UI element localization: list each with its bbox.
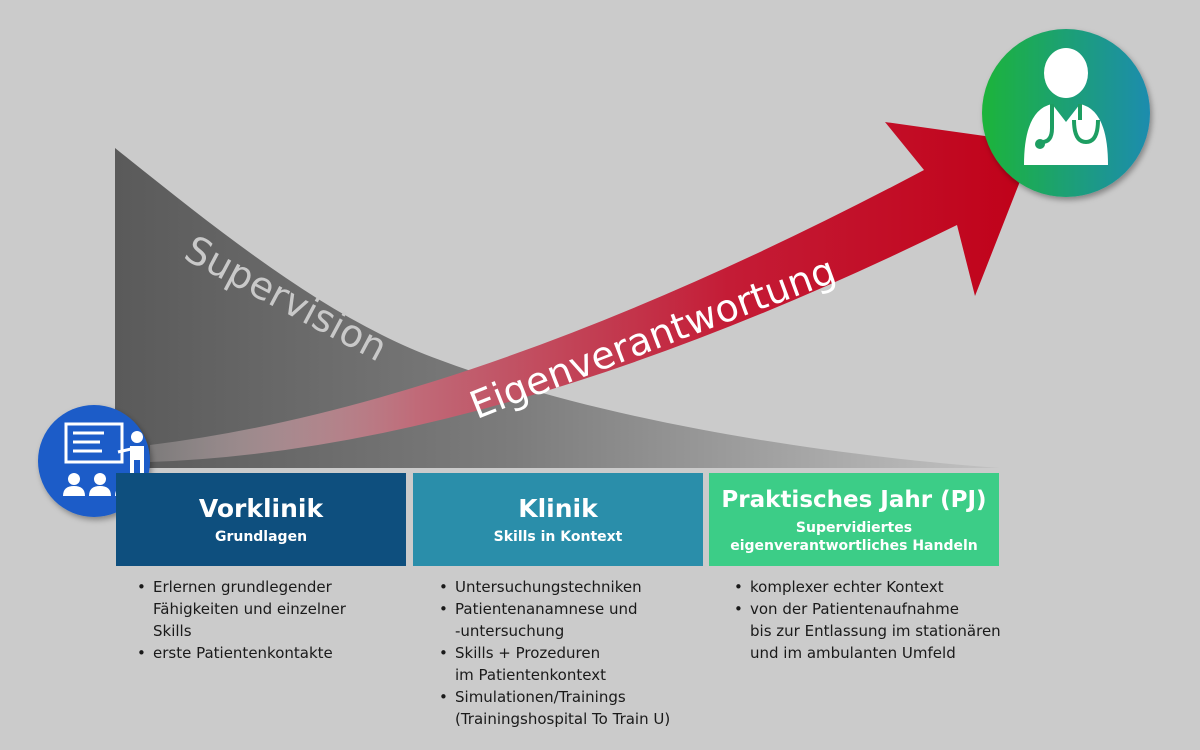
list-item: Skills + Prozeduren im Patientenkontext — [439, 642, 670, 686]
list-item: komplexer echter Kontext — [734, 576, 1001, 598]
list-item: Simulationen/Trainings (Trainingshospita… — [439, 686, 670, 730]
list-item: Untersuchungstechniken — [439, 576, 670, 598]
list-item-line: Erlernen grundlegender — [153, 578, 332, 596]
phase-title: Vorklinik — [198, 493, 324, 523]
phase-box-klinik: Klinik Skills in Kontext — [413, 473, 703, 566]
phase-box-pj: Praktisches Jahr (PJ) Supervidiertes eig… — [709, 473, 999, 566]
list-item-line: -untersuchung — [455, 622, 565, 640]
phase-subtitle: Grundlagen — [214, 528, 308, 545]
list-item-line: Skills — [153, 622, 192, 640]
phase-subtitle: Supervidiertes — [795, 519, 913, 536]
phase-title: Klinik — [518, 493, 598, 523]
list-item: erste Patientenkontakte — [137, 642, 346, 664]
pj-bullet-list: komplexer echter Kontext von der Patient… — [734, 576, 1001, 664]
vorklinik-bullet-list: Erlernen grundlegender Fähigkeiten und e… — [137, 576, 346, 664]
list-item-line: erste Patientenkontakte — [153, 644, 333, 662]
klinik-bullet-list: Untersuchungstechniken Patientenanamnese… — [439, 576, 670, 730]
phase-subtitle: Skills in Kontext — [493, 528, 623, 545]
phase-box-vorklinik: Vorklinik Grundlagen — [116, 473, 406, 566]
doctor-stethoscope-icon — [982, 29, 1150, 197]
list-item-line: komplexer echter Kontext — [750, 578, 944, 596]
list-item-line: (Trainingshospital To Train U) — [455, 710, 671, 728]
phase-subtitle-line2: eigenverantwortliches Handeln — [730, 537, 978, 554]
list-item: von der Patientenaufnahme bis zur Entlas… — [734, 598, 1001, 664]
list-item-line: von der Patientenaufnahme — [750, 600, 960, 618]
list-item-line: Simulationen/Trainings — [455, 688, 626, 706]
list-item-line: Untersuchungstechniken — [455, 578, 642, 596]
list-item: Erlernen grundlegender Fähigkeiten und e… — [137, 576, 346, 642]
responsibility-arrow — [150, 122, 1035, 462]
list-item-line: Skills + Prozeduren — [455, 644, 601, 662]
list-item-line: Fähigkeiten und einzelner — [153, 600, 346, 618]
list-item-line: im Patientenkontext — [455, 666, 606, 684]
list-item-line: und im ambulanten Umfeld — [750, 644, 956, 662]
responsibility-label: Eigenverantwortung — [464, 248, 842, 428]
list-item: Patientenanamnese und -untersuchung — [439, 598, 670, 642]
phase-title: Praktisches Jahr (PJ) — [721, 486, 987, 513]
list-item-line: Patientenanamnese und — [455, 600, 638, 618]
supervision-curve-area — [115, 148, 1000, 468]
list-item-line: bis zur Entlassung im stationären — [750, 622, 1001, 640]
